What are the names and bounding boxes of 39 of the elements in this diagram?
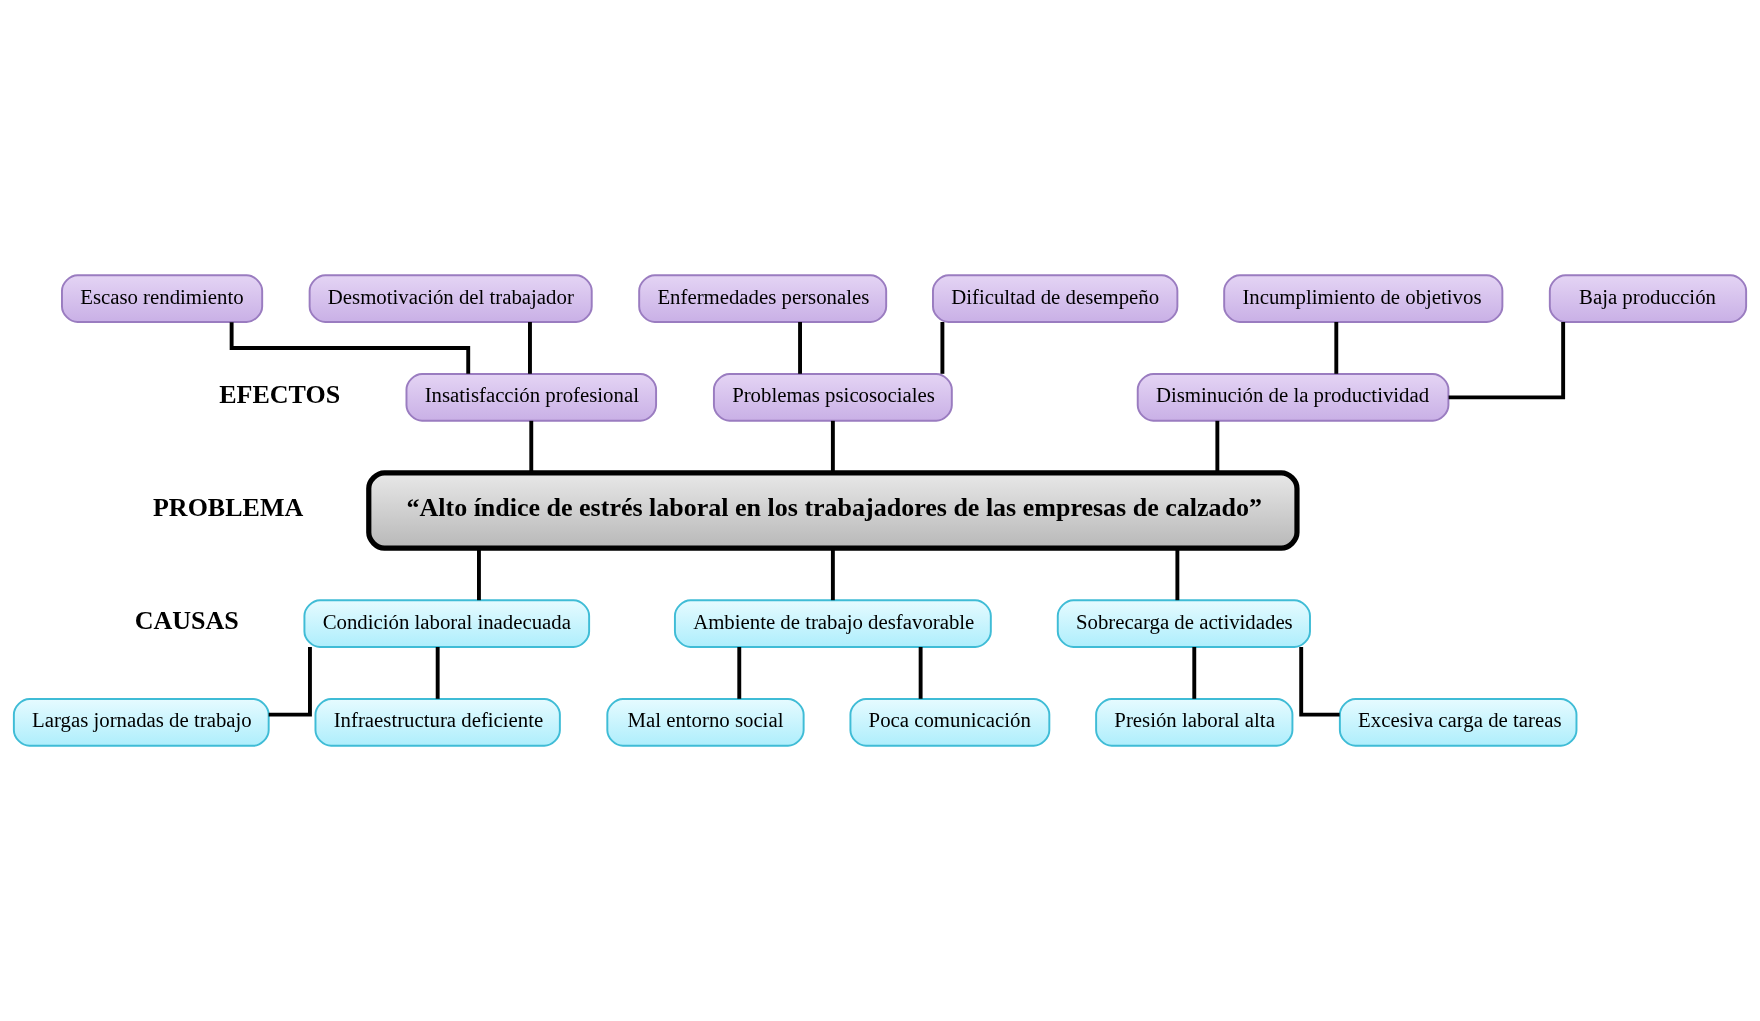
connector (435, 647, 440, 699)
node-box: Enfermedades personales (638, 274, 888, 323)
node-box: Poca comunicación (849, 698, 1051, 747)
node-box: Desmotivación del trabajador (308, 274, 593, 323)
node-box: Escaso rendimiento (61, 274, 264, 323)
connector (528, 322, 532, 374)
node-box: Presión laboral alta (1095, 698, 1294, 747)
connector (1299, 647, 1340, 717)
connector (918, 647, 923, 699)
connector (940, 322, 945, 374)
connector (1175, 548, 1180, 601)
connector (1448, 322, 1566, 400)
connector (529, 420, 534, 473)
connector (798, 322, 802, 374)
node-box: Baja producción (1548, 274, 1748, 323)
connector (1334, 322, 1339, 374)
node-box: Condición laboral inadecuada (303, 599, 591, 648)
node-box: Mal entorno social (606, 698, 805, 747)
connector (737, 647, 742, 699)
connector (477, 548, 481, 601)
node-box: Insatisfacción profesional (405, 373, 658, 422)
node-box: Sobrecarga de actividades (1056, 599, 1311, 648)
node-box: Incumplimiento de objetivos (1223, 274, 1504, 323)
connector (830, 420, 835, 473)
node-box: Infraestructura deficiente (314, 698, 561, 747)
node-box: Largas jornadas de trabajo (12, 698, 270, 747)
node-box: “Alto índice de estrés laboral en los trabajadores de las empresas de calzado” (366, 470, 1300, 551)
connector (1192, 647, 1197, 699)
label: PROBLEMA (152, 492, 304, 522)
connector (268, 647, 312, 717)
connector (830, 548, 835, 601)
label: CAUSAS (134, 605, 239, 635)
label: EFECTOS (219, 379, 341, 409)
node-box: Excesiva carga de tareas (1338, 698, 1578, 747)
connector (1215, 420, 1220, 473)
node-box: Disminución de la productividad (1136, 373, 1450, 422)
node-box: Ambiente de trabajo desfavorable (673, 599, 992, 648)
node-box: Problemas psicosociales (712, 373, 953, 422)
node-box: Dificultad de desempeño (932, 274, 1179, 323)
